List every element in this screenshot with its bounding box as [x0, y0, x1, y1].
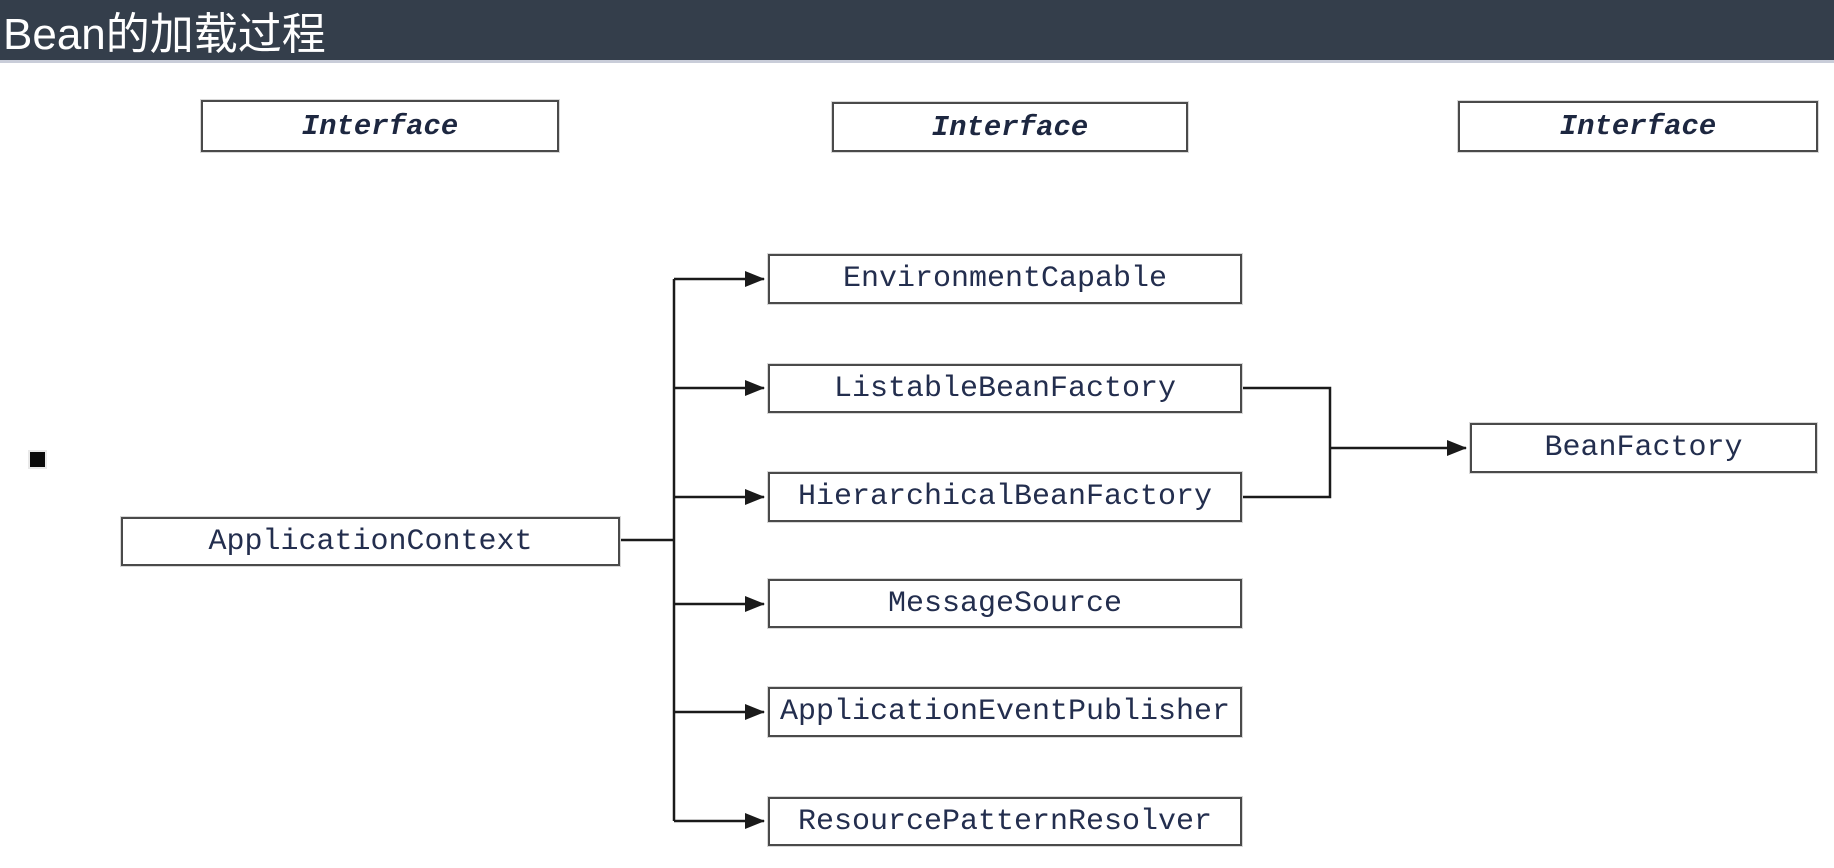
page-title: Bean的加载过程	[3, 10, 326, 59]
node-listable-bean-factory: ListableBeanFactory	[768, 364, 1242, 413]
bullet-square-icon	[28, 450, 47, 469]
node-label: ListableBeanFactory	[833, 371, 1177, 406]
node-label: ApplicationEventPublisher	[779, 695, 1231, 729]
node-application-event-publisher: ApplicationEventPublisher	[768, 687, 1242, 737]
node-environment-capable: EnvironmentCapable	[768, 254, 1242, 304]
node-label: HierarchicalBeanFactory	[797, 480, 1213, 514]
node-label: EnvironmentCapable	[842, 262, 1168, 296]
node-label: BeanFactory	[1544, 431, 1743, 465]
node-bean-factory: BeanFactory	[1470, 423, 1817, 473]
node-interface-middle: Interface	[832, 102, 1188, 152]
node-label: Interface	[931, 110, 1089, 144]
node-label: MessageSource	[887, 586, 1123, 621]
node-label: ResourcePatternResolver	[797, 804, 1213, 839]
title-bar: Bean的加载过程	[0, 0, 1834, 63]
node-interface-right: Interface	[1458, 101, 1818, 152]
edge-listable-join	[1242, 386, 1332, 448]
node-message-source: MessageSource	[768, 579, 1242, 628]
node-label: ApplicationContext	[208, 524, 533, 559]
node-hierarchical-bean-factory: HierarchicalBeanFactory	[768, 472, 1242, 522]
node-label: Interface	[1559, 110, 1717, 143]
node-application-context: ApplicationContext	[121, 517, 620, 566]
edge-hierarchical-join	[1242, 448, 1332, 499]
node-label: Interface	[301, 109, 459, 143]
node-resource-pattern-resolver: ResourcePatternResolver	[768, 797, 1242, 846]
node-interface-left: Interface	[201, 100, 559, 152]
